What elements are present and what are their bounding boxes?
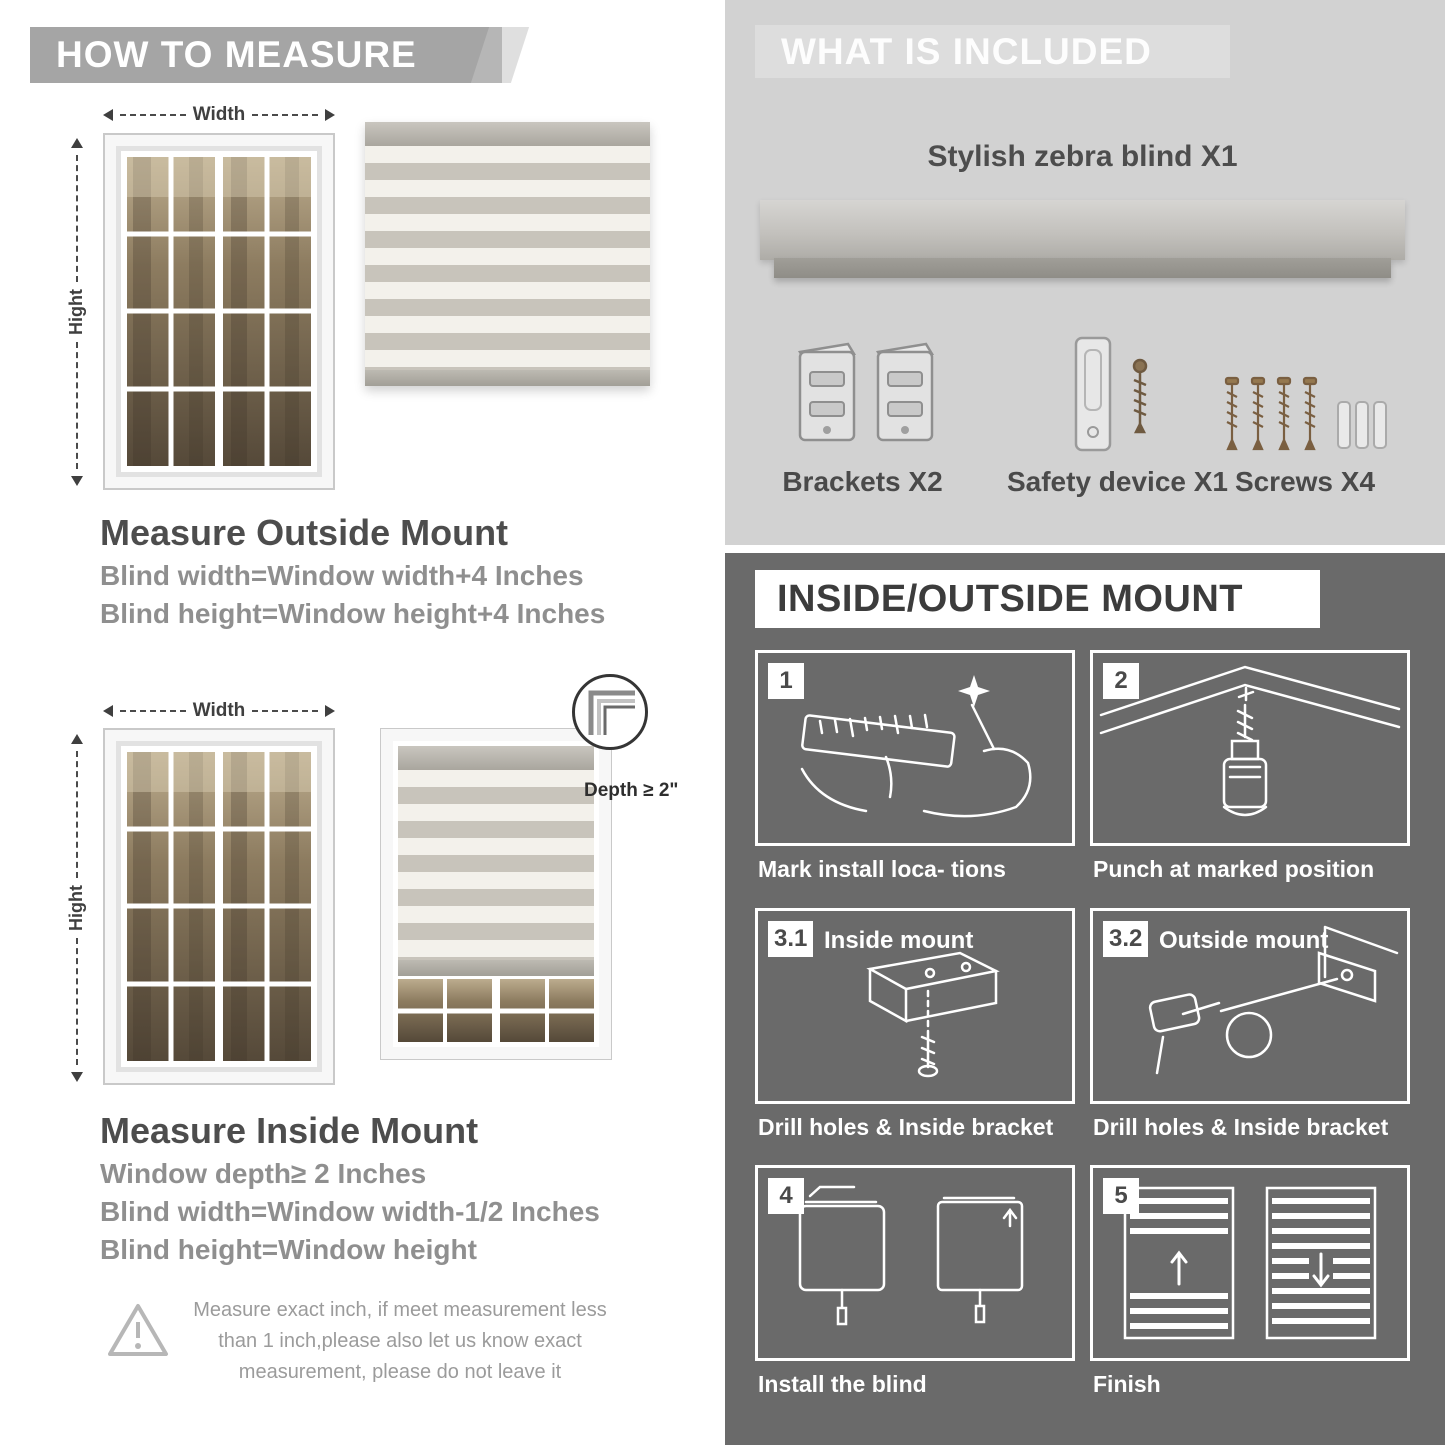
step-title: Inside mount xyxy=(824,927,974,954)
finish-illustration xyxy=(1123,1186,1377,1340)
step-panel-4: 4 xyxy=(755,1165,1075,1361)
step-number-badge: 5 xyxy=(1103,1178,1139,1214)
depth-detail-circle xyxy=(572,674,648,750)
blind-bottom-rail xyxy=(365,370,650,386)
step-caption-5: Finish xyxy=(1093,1371,1161,1397)
blind-cassette xyxy=(365,122,650,146)
zebra-blind-product-label: Stylish zebra blind X1 xyxy=(927,140,1238,173)
window-with-blind-graphic xyxy=(380,728,612,1060)
measurement-warning-text: Measure exact inch, if meet measurement … xyxy=(193,1299,607,1383)
arrow-up-icon xyxy=(70,138,83,148)
drill-ceiling-illustration xyxy=(1099,665,1401,817)
inside-mount-line-1: Window depth≥ 2 Inches xyxy=(100,1158,427,1189)
step-panel-1: 1 xyxy=(755,650,1075,846)
outside-mount-title: Measure Outside Mount xyxy=(100,512,509,553)
step-caption-3-1: Drill holes & Inside bracket xyxy=(758,1114,1054,1140)
install-blind-illustration xyxy=(798,1185,1024,1326)
inside-mount-title: Measure Inside Mount xyxy=(100,1110,479,1151)
arrow-right-icon xyxy=(325,705,335,717)
headrail-graphic xyxy=(760,200,1405,278)
what-is-included-header-label: WHAT IS INCLUDED xyxy=(781,30,1152,72)
inside-bracket-illustration xyxy=(866,951,1000,1078)
width-label: Width xyxy=(192,700,246,721)
step-panel-5: 5 xyxy=(1090,1165,1410,1361)
arrow-left-icon xyxy=(103,705,113,717)
arrow-down-icon xyxy=(70,1072,83,1083)
outside-mount-line-2: Blind height=Window height+4 Inches xyxy=(100,598,606,629)
step-number-badge: 2 xyxy=(1103,663,1139,699)
height-arrow-outside: Hight xyxy=(66,138,87,487)
window-graphic-inside xyxy=(103,728,335,1085)
screws-icon xyxy=(1224,376,1387,451)
safety-device-label: Safety device X1 xyxy=(1006,466,1229,497)
headrail-lip xyxy=(774,258,1391,278)
step-caption-4: Install the blind xyxy=(758,1371,927,1397)
mount-header: INSIDE/OUTSIDE MOUNT xyxy=(755,570,1320,628)
width-arrow-outside: Width xyxy=(103,104,335,126)
brackets-icon xyxy=(797,342,934,442)
safety-device-icon xyxy=(1074,336,1148,452)
inside-mount-line-3: Blind height=Window height xyxy=(100,1234,477,1265)
step-number-badge: 1 xyxy=(768,663,804,699)
warning-triangle-icon xyxy=(108,1304,168,1356)
window-glass-below-blind xyxy=(398,979,594,1042)
inside-mount-line-2: Blind width=Window width-1/2 Inches xyxy=(100,1196,600,1227)
step-number-badge: 3.1 xyxy=(768,921,814,957)
outside-bracket-illustration xyxy=(1148,925,1399,1075)
width-arrow-inside: Width xyxy=(103,700,335,722)
arrow-down-icon xyxy=(70,476,83,487)
step-title: Outside mount xyxy=(1159,927,1329,954)
mount-header-label: INSIDE/OUTSIDE MOUNT xyxy=(777,577,1244,620)
step-caption-2: Punch at marked position xyxy=(1093,856,1375,882)
mark-location-illustration xyxy=(800,675,1032,818)
step-caption-3-2: Drill holes & Inside bracket xyxy=(1093,1114,1389,1140)
zebra-blind-graphic-outside xyxy=(365,122,650,386)
brackets-label: Brackets X2 xyxy=(782,466,943,497)
step-panel-3-2: 3.2 Outside mount xyxy=(1090,908,1410,1104)
height-arrow-inside: Hight xyxy=(66,734,87,1083)
step-caption-1: Mark install loca- tions xyxy=(758,856,1006,882)
step-number-badge: 3.2 xyxy=(1103,921,1149,957)
step-number-badge: 4 xyxy=(768,1178,804,1214)
step-panel-3-1: 3.1 Inside mount xyxy=(755,908,1075,1104)
screws-label: Screws X4 xyxy=(1234,466,1376,497)
corner-detail-icon xyxy=(588,690,635,735)
arrow-left-icon xyxy=(103,109,113,121)
width-label: Width xyxy=(192,104,246,125)
arrow-right-icon xyxy=(325,109,335,121)
arrow-up-icon xyxy=(70,734,83,744)
outside-mount-line-1: Blind width=Window width+4 Inches xyxy=(100,560,584,591)
what-is-included-header: WHAT IS INCLUDED xyxy=(755,25,1230,78)
step-panel-2: 2 xyxy=(1090,650,1410,846)
how-to-measure-header-label: HOW TO MEASURE xyxy=(56,34,417,75)
depth-note: Depth ≥ 2" xyxy=(584,780,679,801)
height-label: Hight xyxy=(66,289,86,335)
blind-stripes xyxy=(365,146,650,370)
window-graphic-outside xyxy=(103,133,335,490)
height-label: Hight xyxy=(66,885,86,931)
how-to-measure-header: HOW TO MEASURE xyxy=(30,27,502,83)
zebra-blind-graphic-inside xyxy=(398,746,594,976)
